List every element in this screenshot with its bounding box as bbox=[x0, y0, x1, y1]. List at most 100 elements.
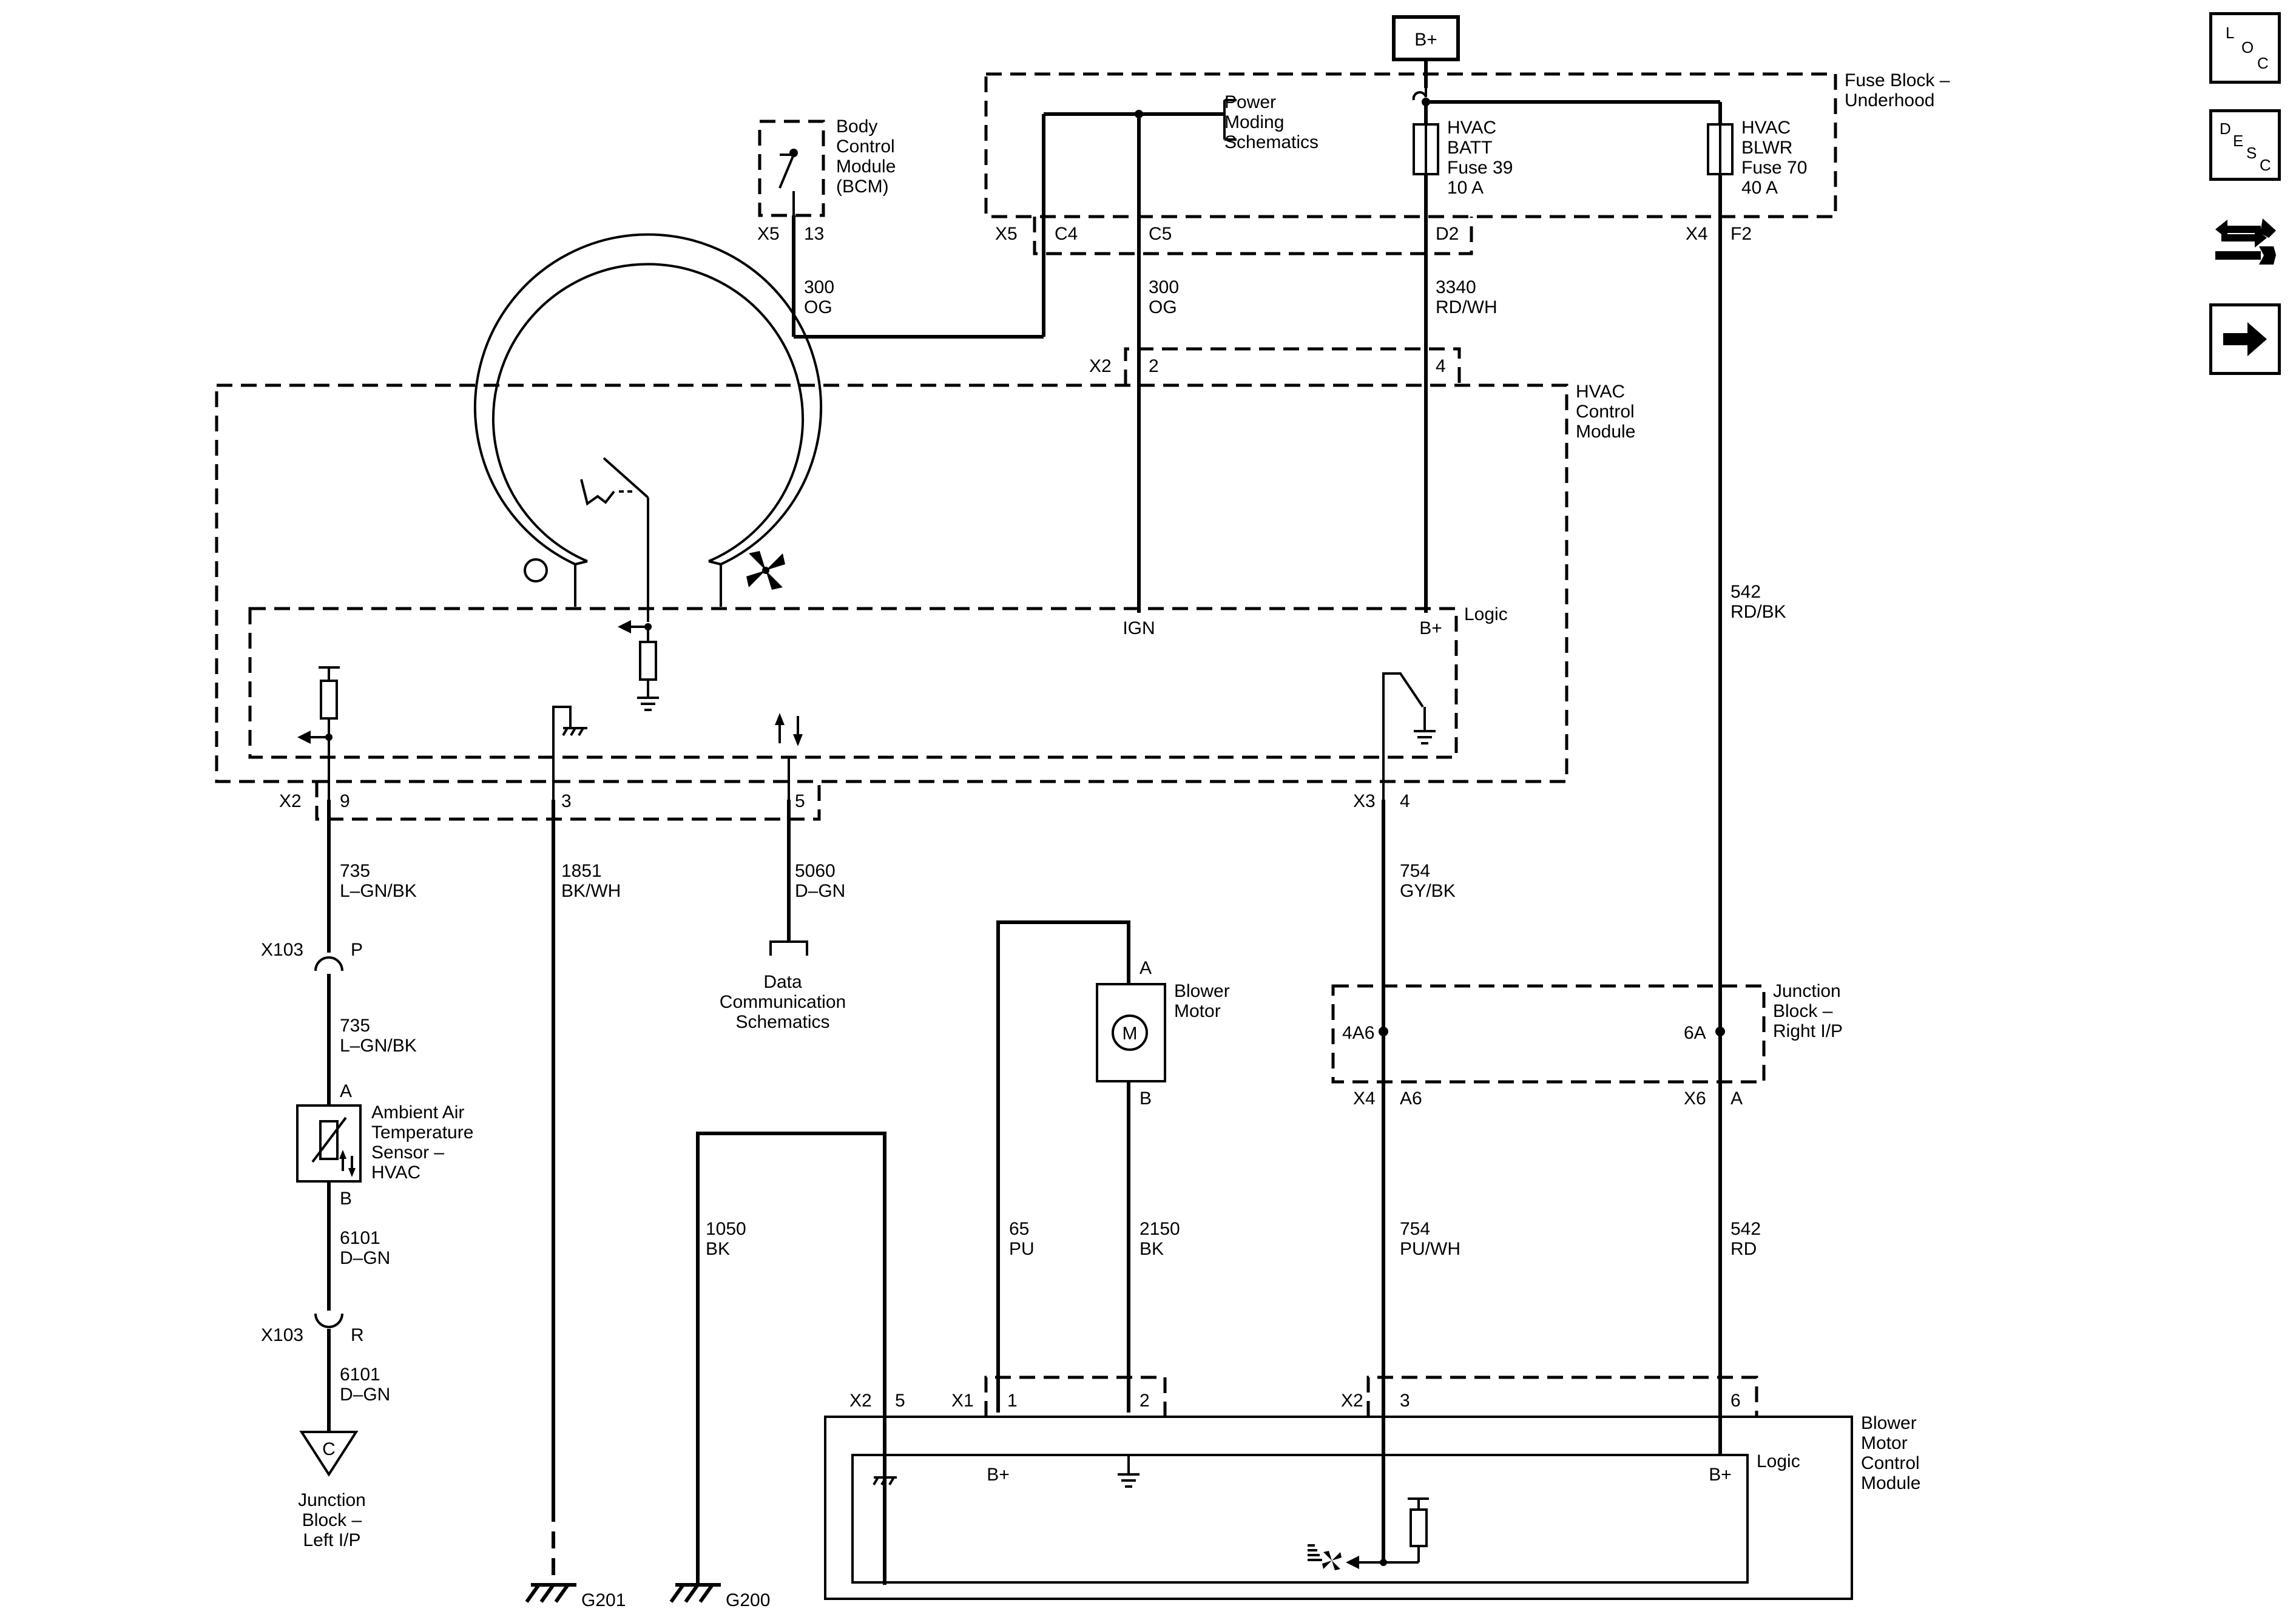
bm-x2b: X2 bbox=[1341, 1391, 1363, 1411]
desc-d: D bbox=[2220, 120, 2231, 138]
x103-r: R bbox=[351, 1325, 364, 1345]
data-comm-2: Communication bbox=[720, 992, 846, 1012]
w2150-circuit: 2150 bbox=[1140, 1219, 1180, 1239]
bcm-1: Body bbox=[836, 116, 877, 137]
desc-e: E bbox=[2233, 132, 2244, 150]
bcm-2: Control bbox=[836, 137, 895, 157]
fuse39-4: 10 A bbox=[1447, 178, 1484, 198]
arrow-right-icon bbox=[2223, 322, 2267, 356]
junction-block-right: 754 GY/BK 4A6 6A Junction Block – Right … bbox=[1331, 800, 1843, 1564]
next-button[interactable] bbox=[2209, 303, 2281, 375]
bm-x1: X1 bbox=[951, 1391, 974, 1411]
w735b-color: L–GN/BK bbox=[340, 1036, 417, 1056]
junction-left-2: Block – bbox=[302, 1510, 362, 1530]
bcm-13: 13 bbox=[804, 224, 824, 244]
sens-a: A bbox=[340, 1081, 352, 1101]
jb-x6: X6 bbox=[1684, 1089, 1706, 1109]
data-comm-3: Schematics bbox=[735, 1012, 829, 1032]
w6101a-color: D–GN bbox=[340, 1248, 390, 1268]
ambient-sensor-branch: 735 L–GN/BK X103 P 735 L–GN/BK A Ambient… bbox=[261, 800, 473, 1550]
w542b-circuit: 542 bbox=[1730, 1219, 1761, 1239]
w5060-color: D–GN bbox=[795, 881, 845, 901]
junction-left-1: Junction bbox=[298, 1490, 366, 1510]
blower-motor: A M Blower Motor B 65 PU 2150 BK bbox=[996, 920, 1230, 1413]
motor-symbol: M bbox=[1123, 1024, 1138, 1044]
battery-terminal: B+ bbox=[1392, 15, 1460, 88]
w754a-circuit: 754 bbox=[1400, 861, 1430, 881]
bm-3: 3 bbox=[1400, 1391, 1410, 1411]
fan-speed-icon bbox=[1308, 1544, 1342, 1570]
w1851-circuit: 1851 bbox=[561, 861, 602, 881]
junction-right-3: Right I/P bbox=[1773, 1021, 1843, 1041]
g201-branch: 1851 BK/WH G201 bbox=[525, 800, 626, 1610]
hv-x2: X2 bbox=[1089, 356, 1112, 376]
motor-a: A bbox=[1140, 958, 1152, 978]
w735a-circuit: 735 bbox=[340, 861, 370, 881]
fuse70-4: 40 A bbox=[1741, 178, 1778, 198]
w300a-color: OG bbox=[804, 297, 832, 317]
fuse-block-underhood: Fuse Block – Underhood Power Moding Sche… bbox=[984, 70, 1950, 1456]
jb-4a6: 4A6 bbox=[1342, 1023, 1374, 1043]
bcm-3: Module bbox=[836, 157, 896, 177]
body-control-module: Body Control Module (BCM) X5 13 bbox=[757, 116, 1044, 339]
bm-logic-label: Logic bbox=[1757, 1451, 1800, 1471]
fuse70-2: BLWR bbox=[1741, 138, 1792, 158]
sensor-2: Temperature bbox=[371, 1122, 473, 1143]
g201-label: G201 bbox=[581, 1590, 626, 1610]
fuse70-3: Fuse 70 bbox=[1741, 158, 1807, 178]
x103-p: P bbox=[351, 940, 363, 960]
w542a-color: RD/BK bbox=[1730, 602, 1786, 622]
bmcm-2: Motor bbox=[1861, 1433, 1908, 1453]
desc-button[interactable]: D E S C bbox=[2209, 109, 2281, 181]
blower-motor-control-module: X2 5 X1 1 2 X2 3 6 Blower Motor Control … bbox=[824, 1376, 1920, 1600]
hvac-control-module: X2 2 4 HVAC Control Module Logic IGN B+ bbox=[215, 233, 1635, 821]
logic-label: Logic bbox=[1464, 604, 1508, 624]
diagnostic-tools-icon[interactable] bbox=[2209, 206, 2281, 278]
hv-x3-4: 4 bbox=[1400, 791, 1410, 811]
fuse39-2: BATT bbox=[1447, 138, 1492, 158]
w6101b-color: D–GN bbox=[340, 1385, 390, 1405]
junction-right-1: Junction bbox=[1773, 981, 1841, 1001]
motor-b: B bbox=[1140, 1089, 1152, 1109]
hv-x3: X3 bbox=[1353, 791, 1376, 811]
bm-bplus-2: B+ bbox=[1709, 1465, 1732, 1485]
fuse39-3: Fuse 39 bbox=[1447, 158, 1513, 178]
bmcm-1: Blower bbox=[1861, 1413, 1917, 1433]
battery-label: B+ bbox=[1414, 30, 1437, 50]
bm-1: 1 bbox=[1007, 1391, 1018, 1411]
fuse39-1: HVAC bbox=[1447, 118, 1496, 138]
w300b-color: OG bbox=[1149, 297, 1177, 317]
data-comm-1: Data bbox=[763, 972, 802, 992]
w65-color: PU bbox=[1009, 1239, 1035, 1259]
w542a-circuit: 542 bbox=[1730, 582, 1761, 602]
x103-top: X103 bbox=[261, 940, 303, 960]
bm-x2: X2 bbox=[849, 1391, 872, 1411]
w735b-circuit: 735 bbox=[340, 1016, 370, 1036]
fb-d2: D2 bbox=[1436, 224, 1459, 244]
desc-c: C bbox=[2260, 156, 2271, 174]
w300a-circuit: 300 bbox=[804, 277, 834, 297]
hv-5: 5 bbox=[795, 791, 805, 811]
power-moding-1: Power bbox=[1224, 92, 1276, 112]
w5060-circuit: 5060 bbox=[795, 861, 836, 881]
loc-button[interactable]: L O C bbox=[2209, 12, 2281, 84]
hvac-module-3: Module bbox=[1576, 422, 1635, 442]
w6101b-circuit: 6101 bbox=[340, 1365, 380, 1385]
w754b-color: PU/WH bbox=[1400, 1239, 1460, 1259]
w735a-color: L–GN/BK bbox=[340, 881, 417, 901]
bcm-x5: X5 bbox=[757, 224, 780, 244]
fb-c5: C5 bbox=[1149, 224, 1172, 244]
g200-branch: 1050 BK G200 bbox=[669, 1132, 886, 1610]
loc-o: O bbox=[2241, 38, 2254, 56]
loc-l: L bbox=[2226, 24, 2235, 42]
sens-b: B bbox=[340, 1189, 352, 1209]
bm-2: 2 bbox=[1140, 1391, 1150, 1411]
hv-bot-x2: X2 bbox=[279, 791, 302, 811]
fan-icon bbox=[746, 551, 785, 590]
hv-4: 4 bbox=[1436, 356, 1446, 376]
bm-bplus-1: B+ bbox=[987, 1465, 1010, 1485]
bm-6: 6 bbox=[1730, 1391, 1741, 1411]
w65-circuit: 65 bbox=[1009, 1219, 1029, 1239]
fb-f2: F2 bbox=[1730, 224, 1752, 244]
